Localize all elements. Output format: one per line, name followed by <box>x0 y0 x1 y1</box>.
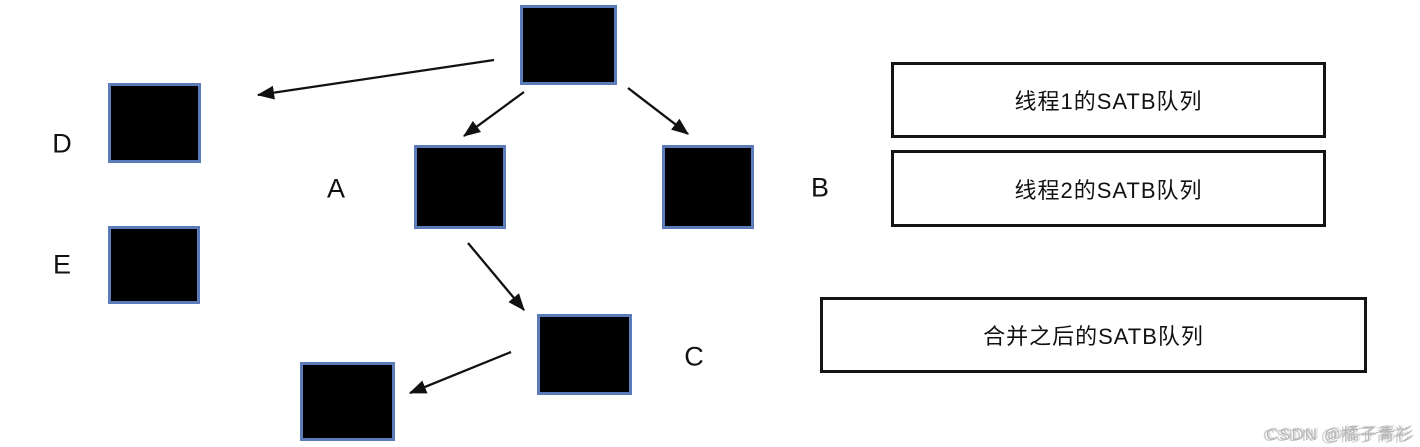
label-e: E <box>52 249 72 280</box>
queue-thread1: 线程1的SATB队列 <box>891 62 1326 138</box>
node-root <box>520 5 617 85</box>
arrow-root-to-a <box>463 91 525 137</box>
node-d <box>108 83 201 163</box>
label-b: B <box>810 172 830 203</box>
node-a <box>414 145 506 229</box>
arrow-root-to-d <box>256 58 495 100</box>
arrow-root-to-b <box>627 87 689 135</box>
queue-thread2: 线程2的SATB队列 <box>891 150 1326 227</box>
queue-merged-label: 合并之后的SATB队列 <box>983 324 1204 349</box>
label-a: A <box>326 173 346 204</box>
arrow-a-to-c <box>467 242 525 311</box>
queue-thread1-label: 线程1的SATB队列 <box>1014 89 1203 114</box>
queue-thread2-label: 线程2的SATB队列 <box>1014 177 1203 203</box>
arrow-c-to-child <box>408 350 512 395</box>
node-child <box>300 362 395 441</box>
node-c <box>537 314 632 395</box>
queue-merged: 合并之后的SATB队列 <box>820 297 1367 373</box>
label-c: C <box>684 341 704 372</box>
label-d: D <box>52 128 72 159</box>
node-b <box>662 145 754 229</box>
node-e <box>108 226 200 304</box>
csdn-watermark: CSDN @橘子青衫 <box>1265 425 1414 444</box>
